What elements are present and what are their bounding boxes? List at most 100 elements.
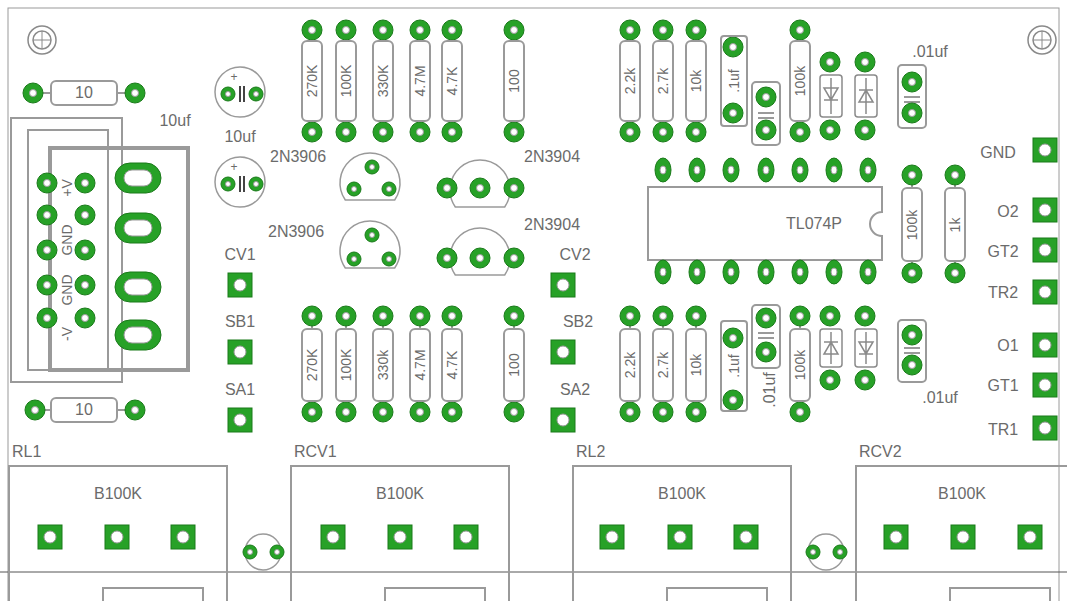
- pad: [1033, 416, 1057, 440]
- pad: [410, 306, 430, 326]
- pad: [249, 87, 263, 101]
- component-value: 270K: [304, 65, 320, 98]
- component-value: 100: [506, 353, 522, 376]
- silkscreen-label: .01uf: [922, 389, 958, 407]
- resistor-body: 2.7k: [652, 40, 674, 122]
- part-designator: RCV2: [859, 443, 902, 461]
- pad: [347, 252, 361, 266]
- silkscreen-label: O1: [997, 337, 1018, 355]
- pad: [442, 20, 462, 40]
- component-value: 4.7M: [412, 65, 428, 96]
- silkscreen-label: 10uf: [159, 112, 190, 130]
- pad: [1033, 333, 1057, 357]
- pad: [855, 120, 875, 140]
- pad: [1033, 198, 1057, 222]
- diode-outline: [855, 329, 877, 367]
- pot-shaft: [103, 588, 203, 601]
- pad: [336, 402, 356, 422]
- pad: [855, 306, 875, 326]
- resistor-body: 100: [503, 40, 525, 122]
- silkscreen-label: +: [230, 70, 237, 84]
- pad: [23, 83, 43, 103]
- connector-outline: [50, 148, 188, 370]
- component-value: .1uf: [726, 69, 742, 92]
- resistor-body: 330k: [372, 328, 394, 402]
- pad: [686, 402, 706, 422]
- pad: [504, 178, 524, 198]
- pad: [382, 182, 396, 196]
- pad: [790, 122, 810, 142]
- silkscreen-label: SB1: [225, 313, 255, 331]
- pad: [756, 120, 776, 140]
- pad: [945, 263, 965, 283]
- resistor-body: 2.7k: [652, 328, 674, 402]
- resistor-body: 2.2k: [619, 328, 641, 402]
- silkscreen-label: GND: [980, 144, 1016, 162]
- pad: [1033, 238, 1057, 262]
- pad: [653, 122, 673, 142]
- component-value: 2.7k: [655, 68, 671, 94]
- transistor-outline: [450, 228, 510, 275]
- capacitor-pads: [723, 37, 922, 410]
- pad: [855, 52, 875, 72]
- connector-outline: [28, 130, 108, 370]
- silkscreen-label: 2N3906: [270, 148, 326, 166]
- mounting-hole: [28, 26, 56, 54]
- pad: [686, 122, 706, 142]
- part-designator: RL2: [576, 443, 605, 461]
- pad: [790, 20, 810, 40]
- silkscreen-label: 10uf: [224, 128, 255, 146]
- potentiometer-body: RCV1B100K: [290, 465, 510, 601]
- square-pads: [38, 138, 1057, 549]
- pad: [833, 545, 847, 559]
- pad: [902, 72, 922, 92]
- mounting-hole: [1028, 26, 1056, 54]
- pad: [806, 545, 820, 559]
- resistor-body: 100k: [789, 40, 811, 122]
- component-value: 10k: [688, 354, 704, 377]
- pad: [756, 87, 776, 107]
- pad: [902, 103, 922, 123]
- pad: [228, 340, 252, 364]
- resistor-body: 100K: [335, 328, 357, 402]
- pad: [442, 122, 462, 142]
- power-connector: [11, 118, 188, 382]
- pad: [75, 275, 95, 295]
- pad: [37, 275, 57, 295]
- pad: [551, 408, 575, 432]
- component-value: TL074P: [786, 215, 842, 233]
- component-value: 100K: [338, 349, 354, 382]
- potentiometer-body: RCV2B100K: [855, 465, 1067, 601]
- resistor-body: 10k: [685, 328, 707, 402]
- component-value: 2.7k: [655, 352, 671, 378]
- component-value: 10k: [688, 70, 704, 93]
- pad: [758, 158, 774, 182]
- pad: [437, 178, 457, 198]
- pad: [860, 260, 876, 284]
- oval-pad: [115, 163, 161, 193]
- component-value: 1k: [947, 217, 963, 232]
- pad: [37, 308, 57, 328]
- pad: [689, 158, 705, 182]
- silkscreen-label: -V: [59, 327, 75, 341]
- resistor-pads: [23, 20, 965, 422]
- oval-pad: [115, 272, 161, 302]
- component-value: 4.7K: [444, 67, 460, 96]
- board-outline: [8, 8, 1059, 601]
- diode-outline: [820, 329, 842, 367]
- pad: [470, 178, 490, 198]
- pad: [504, 402, 524, 422]
- resistor-body: 2.2k: [619, 40, 641, 122]
- pad: [734, 525, 758, 549]
- pot-shaft: [385, 588, 485, 601]
- pad: [653, 20, 673, 40]
- pad: [302, 20, 322, 40]
- pad: [551, 273, 575, 297]
- component-value: 270K: [304, 349, 320, 382]
- pad: [723, 328, 743, 348]
- pad: [902, 355, 922, 375]
- capacitor-outline: [752, 305, 780, 368]
- resistor-body: 10k: [685, 40, 707, 122]
- component-value: .1uf: [726, 354, 742, 377]
